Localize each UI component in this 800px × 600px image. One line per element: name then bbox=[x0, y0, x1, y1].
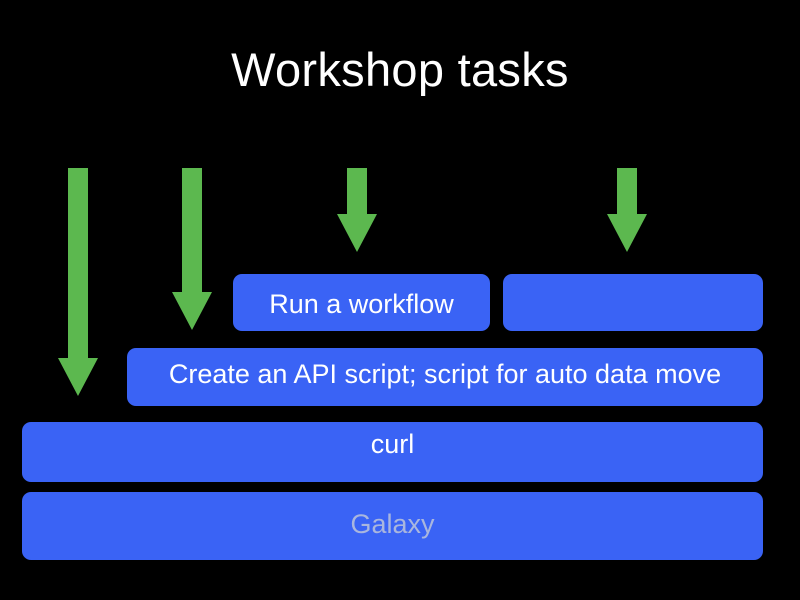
down-arrow-icon bbox=[607, 168, 647, 252]
down-arrow-icon bbox=[172, 168, 212, 330]
page-title: Workshop tasks bbox=[231, 43, 569, 96]
down-arrow-icon bbox=[337, 168, 377, 252]
task-box-run-a-workflow[interactable]: Run a workflow bbox=[233, 274, 490, 331]
task-label: Create an API script; script for auto da… bbox=[168, 359, 722, 389]
task-label: curl bbox=[370, 429, 415, 459]
task-box-curl[interactable]: curl bbox=[22, 422, 763, 482]
task-label: Galaxy bbox=[350, 509, 435, 539]
task-box-empty[interactable] bbox=[503, 274, 763, 331]
task-box-create-api-script[interactable]: Create an API script; script for auto da… bbox=[127, 348, 763, 406]
task-label: Run a workflow bbox=[269, 289, 454, 319]
task-box-galaxy[interactable]: Galaxy bbox=[22, 492, 763, 560]
down-arrow-icon bbox=[58, 168, 98, 396]
